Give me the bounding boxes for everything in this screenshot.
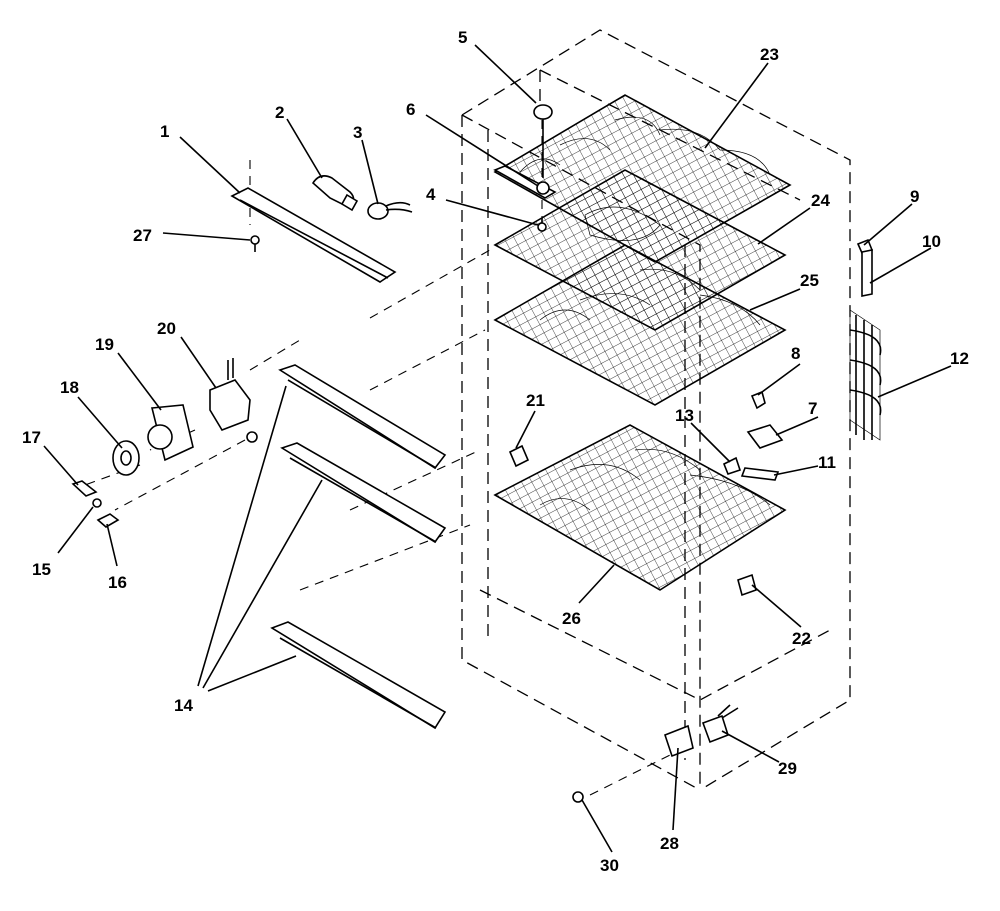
leader-lines (43, 44, 952, 853)
part-7-bracket (746, 424, 784, 449)
callout-21: 21 (526, 391, 545, 410)
part-15-screw (92, 498, 102, 508)
callout-24: 24 (811, 191, 830, 210)
part-17-screw (71, 480, 98, 497)
part-11-probe (740, 467, 780, 481)
callout-9: 9 (910, 187, 919, 206)
part-8-screw (750, 390, 766, 410)
part-4-screw (537, 218, 547, 232)
part-3-socket (367, 201, 413, 220)
part-10-heater-tube (861, 249, 873, 297)
callout-19: 19 (95, 335, 114, 354)
callout-10: 10 (922, 232, 941, 251)
part-22-clip (737, 573, 757, 597)
part-13-clip (722, 456, 742, 475)
part-21-clip (508, 444, 530, 468)
callout-5: 5 (458, 28, 467, 47)
callout-18: 18 (60, 378, 79, 397)
callout-8: 8 (791, 344, 800, 363)
callout-6: 6 (406, 100, 415, 119)
callout-27: 27 (133, 226, 152, 245)
shelf-26 (493, 424, 787, 591)
part-19-fan-shroud (147, 404, 194, 462)
callout-28: 28 (660, 834, 679, 853)
callout-30: 30 (600, 856, 619, 875)
callout-14: 14 (174, 696, 193, 715)
callout-25: 25 (800, 271, 819, 290)
callout-labels: 1 2 3 4 5 6 7 8 9 10 11 12 13 14 15 16 1… (22, 28, 969, 875)
part-28-bracket (664, 724, 694, 758)
callout-29: 29 (778, 759, 797, 778)
callout-16: 16 (108, 573, 127, 592)
callout-13: 13 (675, 406, 694, 425)
callout-23: 23 (760, 45, 779, 64)
callout-15: 15 (32, 560, 51, 579)
part-30-screw (572, 791, 584, 803)
part-14-rail-middle (280, 442, 447, 544)
part-6-bracket (493, 165, 557, 199)
callout-3: 3 (353, 123, 362, 142)
callout-12: 12 (950, 349, 969, 368)
callout-11: 11 (818, 453, 836, 472)
part-2-bulb (311, 175, 359, 212)
callout-17: 17 (22, 428, 41, 447)
part-20-motor (209, 358, 258, 443)
callout-22: 22 (792, 629, 811, 648)
callout-4: 4 (426, 185, 436, 204)
callout-1: 1 (160, 122, 169, 141)
part-1-top-rail (230, 187, 397, 283)
callout-7: 7 (808, 399, 817, 418)
callout-20: 20 (157, 319, 176, 338)
part-16-screw (96, 513, 120, 528)
callout-26: 26 (562, 609, 581, 628)
shelf-25 (493, 244, 787, 406)
part-18-fan-blade (112, 440, 140, 476)
callout-2: 2 (275, 103, 284, 122)
part-27-screw (250, 235, 260, 252)
part-14-rail-upper (278, 364, 447, 470)
part-12-coil (849, 309, 882, 441)
part-14-rail-lower (270, 621, 447, 730)
part-5-knob (533, 104, 553, 178)
